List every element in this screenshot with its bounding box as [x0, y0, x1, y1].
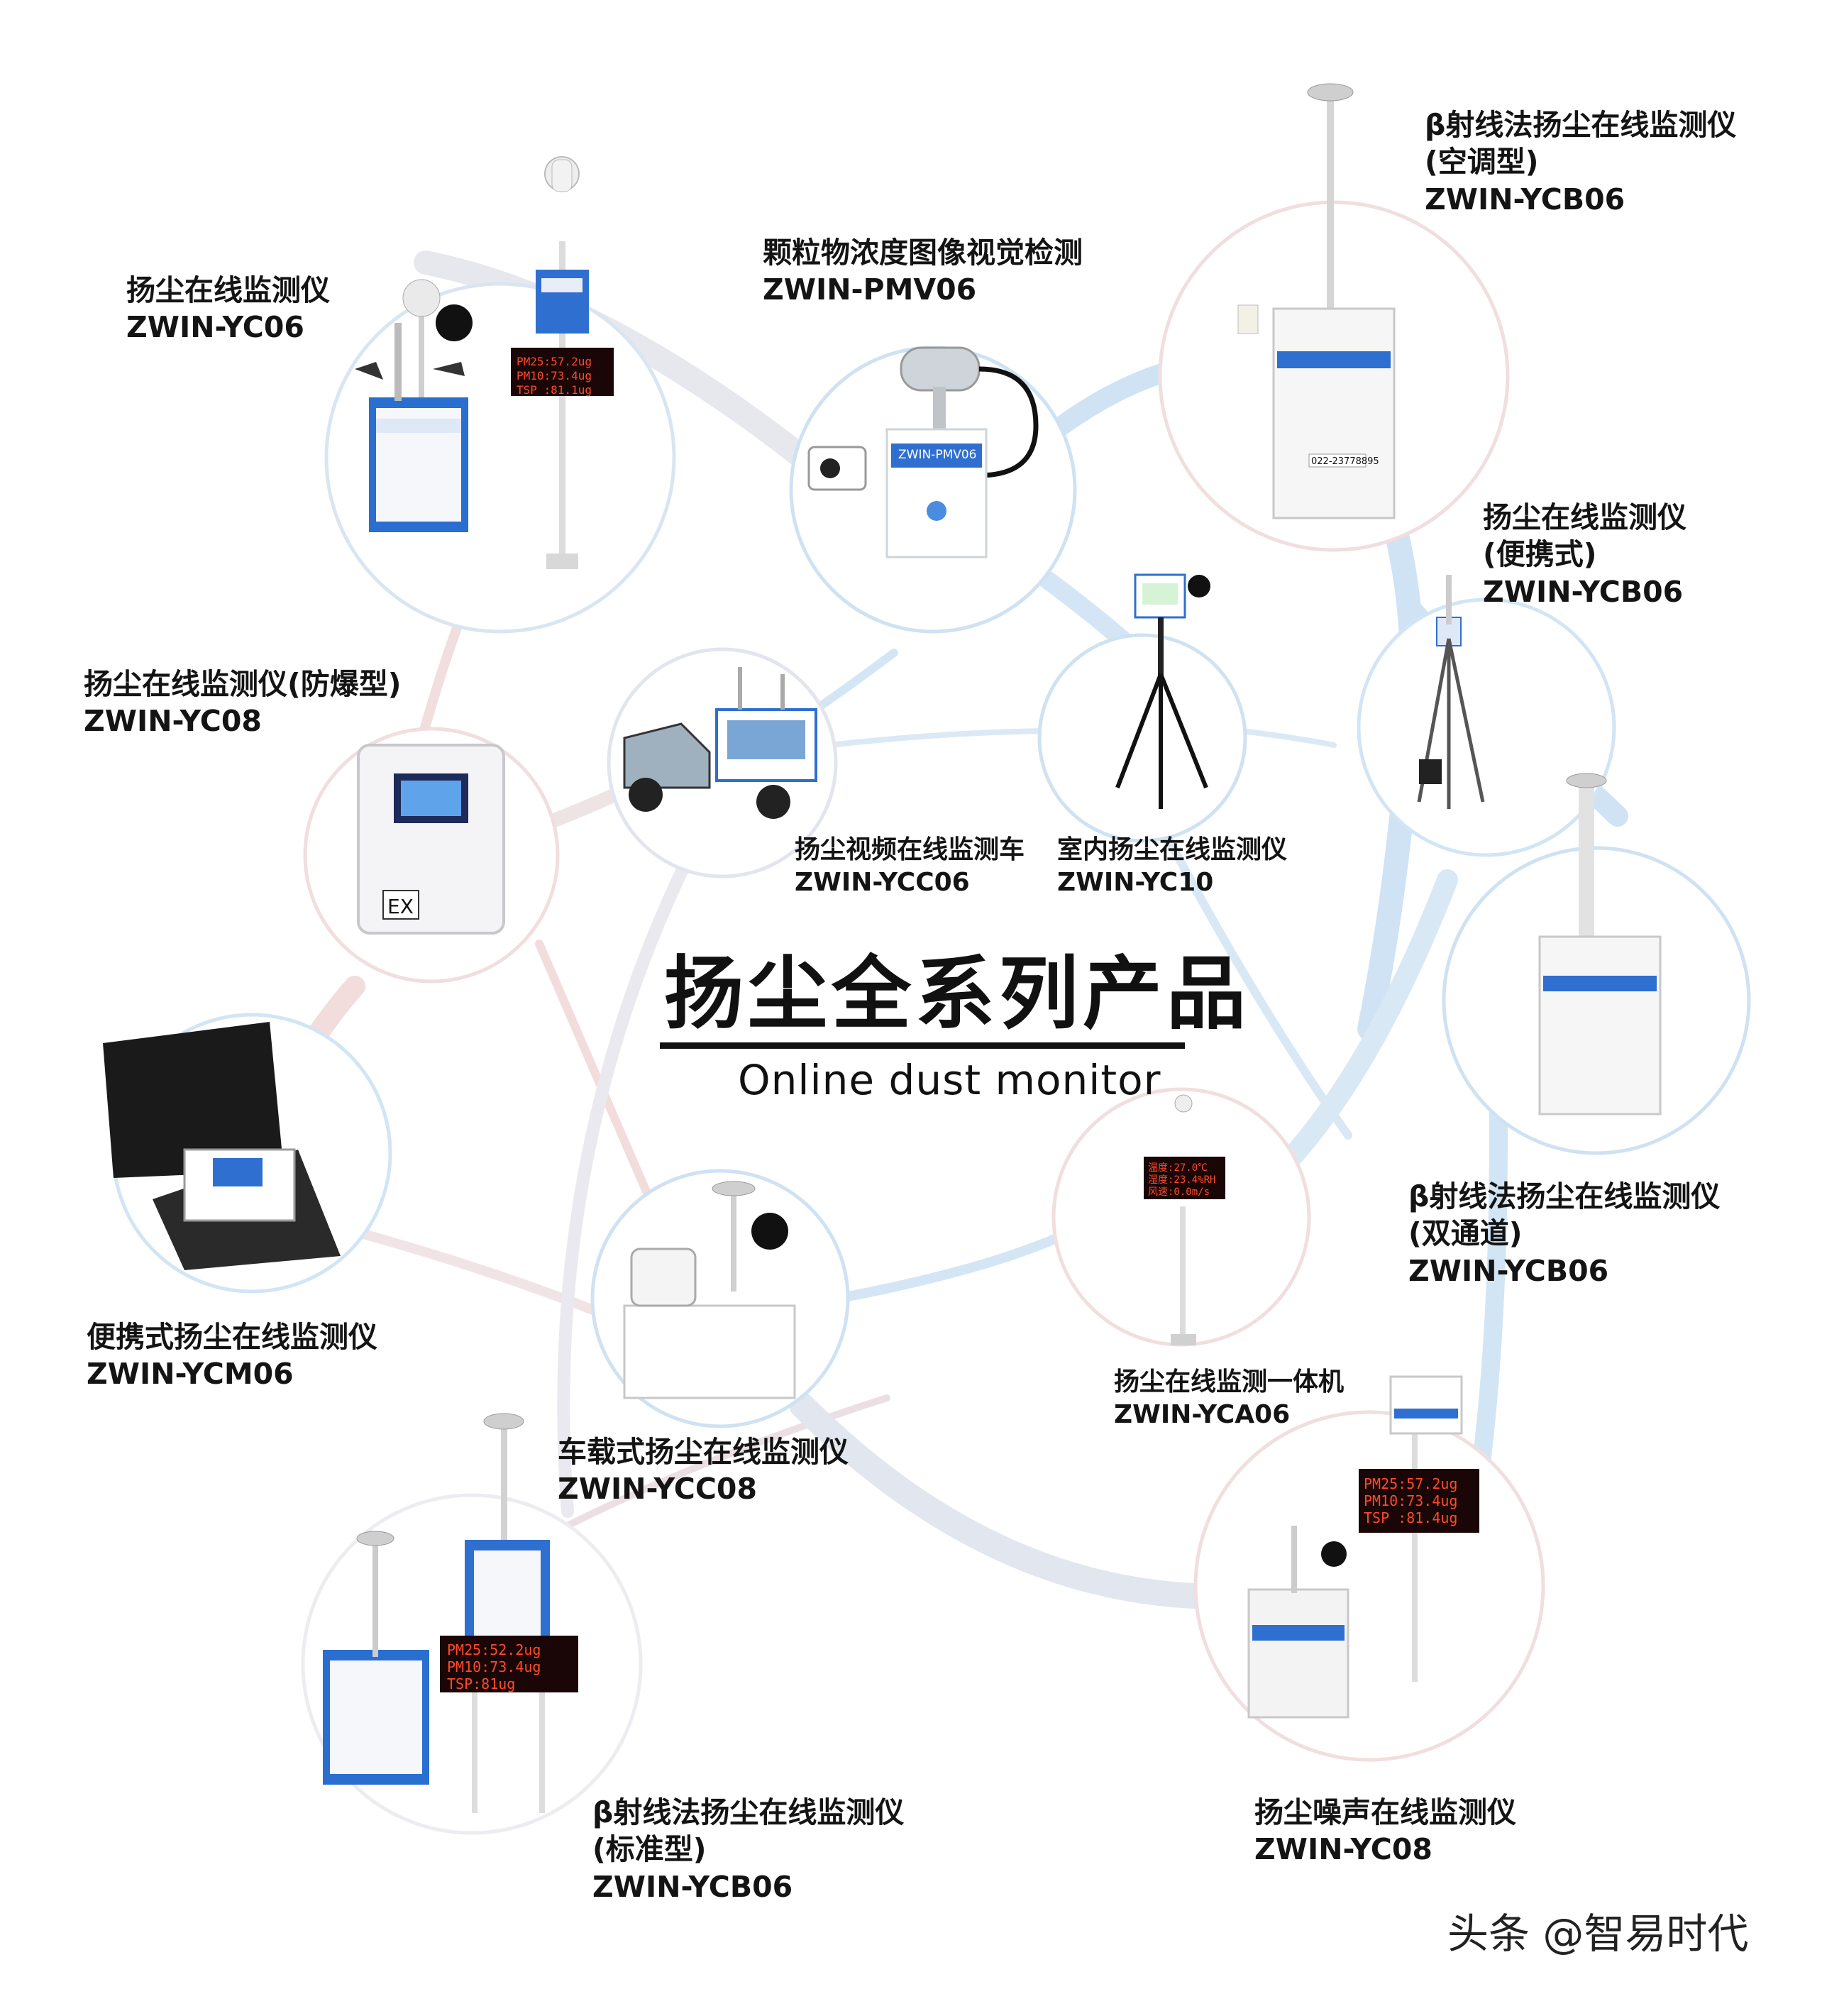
- product-label-ycm06: 便携式扬尘在线监测仪 ZWIN-YCM06: [87, 1320, 377, 1392]
- svg-text:TSP :81.1ug: TSP :81.1ug: [517, 383, 592, 397]
- svg-text:风速:0.0m/s: 风速:0.0m/s: [1148, 1186, 1210, 1198]
- svg-text:PM10:73.4ug: PM10:73.4ug: [517, 369, 592, 382]
- product-image-ycb06-air: 022-23778895: [1237, 83, 1396, 519]
- product-label-ycc08: 车载式扬尘在线监测仪 ZWIN-YCC08: [558, 1435, 849, 1507]
- svg-text:PM10:73.4ug: PM10:73.4ug: [447, 1658, 541, 1675]
- product-label-ycb06-air: β射线法扬尘在线监测仪 (空调型) ZWIN-YCB06: [1425, 108, 1737, 216]
- svg-text:TSP:81ug: TSP:81ug: [447, 1675, 515, 1692]
- product-label-ycc06: 扬尘视频在线监测车 ZWIN-YCC06: [795, 835, 1025, 898]
- center-title-cn: 扬尘全系列产品: [664, 948, 1250, 1040]
- center-title-en: Online dust monitor: [738, 1056, 1161, 1104]
- product-label-pmv06: 颗粒物浓度图像视觉检测 ZWIN-PMV06: [763, 236, 1083, 307]
- svg-text:温度:27.0℃: 温度:27.0℃: [1148, 1162, 1208, 1174]
- product-image-ycc06: [623, 667, 817, 819]
- product-image-ycc08: [623, 1181, 796, 1399]
- product-label-yc06: 扬尘在线监测仪 ZWIN-YC06: [126, 273, 330, 345]
- svg-text:湿度:23.4%RH: 湿度:23.4%RH: [1148, 1174, 1215, 1186]
- product-image-pmv06: ZWIN-PMV06: [807, 346, 1039, 558]
- svg-text:PM25:57.2ug: PM25:57.2ug: [1364, 1475, 1457, 1492]
- svg-text:ZWIN-PMV06: ZWIN-PMV06: [898, 448, 977, 462]
- product-image-ycm06: [103, 1022, 341, 1270]
- product-label-yc10: 室内扬尘在线监测仪 ZWIN-YC10: [1057, 835, 1288, 898]
- product-image-ycb06-portable: [1417, 575, 1485, 809]
- product-image-ycb06-dual: [1538, 773, 1662, 1116]
- svg-text:022-23778895: 022-23778895: [1311, 456, 1379, 467]
- product-image-yc10: [1115, 573, 1210, 809]
- product-image-yca06: 温度:27.0℃ 湿度:23.4%RH 风速:0.0m/s: [1144, 1094, 1225, 1345]
- watermark: 头条 @智易时代: [1447, 1910, 1749, 1958]
- svg-text:PM25:52.2ug: PM25:52.2ug: [447, 1641, 541, 1658]
- title-divider: [660, 1042, 1185, 1049]
- product-label-ycb06-dual: β射线法扬尘在线监测仪 (双通道) ZWIN-YCB06: [1408, 1179, 1721, 1288]
- product-image-yc08-ex: EX: [357, 744, 505, 935]
- product-label-ycb06-std: β射线法扬尘在线监测仪 (标准型) ZWIN-YCB06: [592, 1795, 905, 1904]
- product-image-ycb06-std: PM25:52.2ug PM10:73.4ug TSP:81ug: [323, 1413, 578, 1813]
- product-label-yc08-noise: 扬尘噪声在线监测仪 ZWIN-YC08: [1254, 1795, 1516, 1867]
- svg-text:PM10:73.4ug: PM10:73.4ug: [1364, 1492, 1457, 1509]
- product-label-ycb06-portable: 扬尘在线监测仪 (便携式) ZWIN-YCB06: [1483, 500, 1686, 609]
- product-label-yc08-ex: 扬尘在线监测仪(防爆型) ZWIN-YC08: [84, 667, 402, 739]
- svg-text:TSP :81.4ug: TSP :81.4ug: [1364, 1509, 1457, 1526]
- svg-text:EX: EX: [387, 895, 414, 918]
- svg-text:PM25:57.2ug: PM25:57.2ug: [517, 355, 592, 368]
- product-label-yca06: 扬尘在线监测一体机 ZWIN-YCA06: [1114, 1367, 1345, 1430]
- product-image-yc08-noise: PM25:57.2ug PM10:73.4ug TSP :81.4ug: [1247, 1375, 1479, 1719]
- product-image-yc06: PM25:57.2ug PM10:73.4ug TSP :81.1ug: [355, 156, 614, 569]
